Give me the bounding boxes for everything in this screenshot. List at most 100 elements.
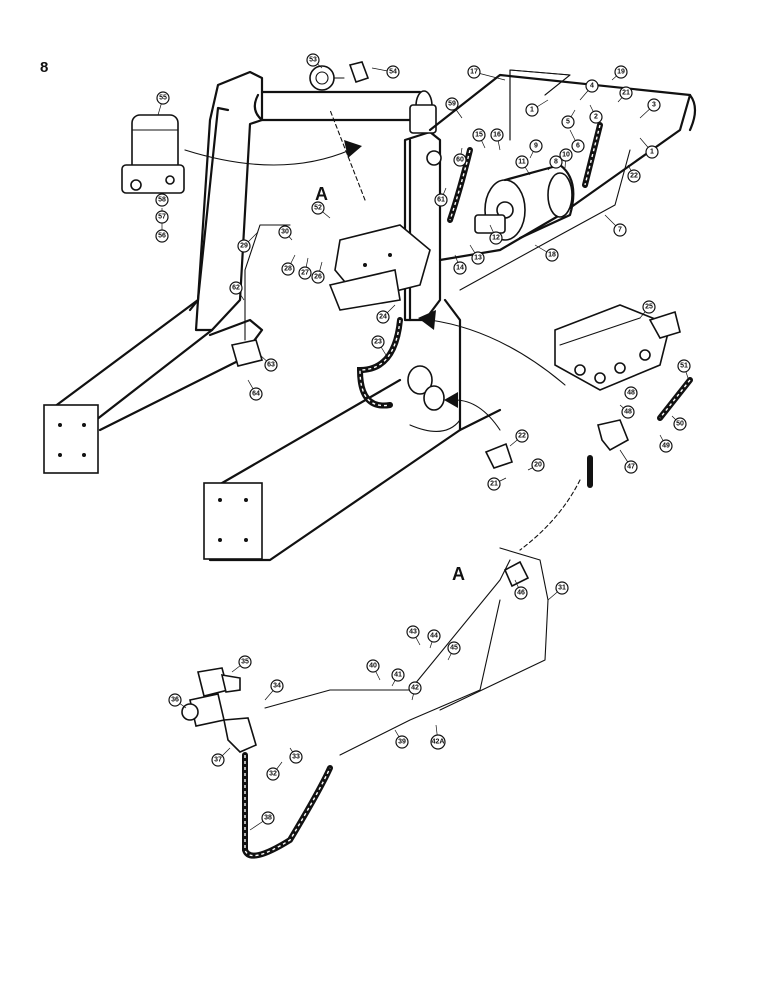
callout-ring bbox=[238, 655, 252, 669]
callout-ring bbox=[555, 581, 569, 595]
callout-ring bbox=[515, 429, 529, 443]
callout-ring bbox=[585, 79, 599, 93]
callout-ring bbox=[155, 229, 169, 243]
callout-ring bbox=[168, 693, 182, 707]
callout-10: 10 bbox=[559, 148, 573, 169]
callout-number: 28 bbox=[284, 266, 292, 273]
callout-40: 40 bbox=[366, 659, 381, 681]
tee-64 bbox=[230, 339, 264, 367]
callout-number: 22 bbox=[518, 433, 526, 440]
callout-number: 1 bbox=[530, 107, 534, 114]
callout-number: 48 bbox=[627, 390, 635, 397]
mast-valve-plate bbox=[328, 224, 431, 311]
callout-ring bbox=[624, 460, 638, 474]
callout-number: 56 bbox=[158, 233, 166, 240]
dashed-link bbox=[329, 109, 581, 551]
callout-21: 21 bbox=[487, 477, 507, 491]
callout-number: 45 bbox=[450, 645, 458, 652]
callout-60: 60 bbox=[453, 147, 467, 167]
callout-number: 29 bbox=[240, 243, 248, 250]
callout-ring bbox=[386, 65, 400, 79]
callout-41: 41 bbox=[391, 668, 405, 687]
callout-28: 28 bbox=[281, 254, 296, 276]
callout-number: 52 bbox=[314, 205, 322, 212]
callout-number: 62 bbox=[232, 285, 240, 292]
callout-number: 34 bbox=[273, 683, 281, 690]
callout-ring bbox=[467, 65, 481, 79]
callout-43: 43 bbox=[406, 625, 421, 646]
callout-12: 12 bbox=[489, 224, 503, 245]
callout-ring bbox=[237, 239, 251, 253]
callout-ring bbox=[447, 641, 461, 655]
hydraulic-pump bbox=[474, 163, 575, 241]
callout-11: 11 bbox=[515, 155, 531, 176]
tube-34-39 bbox=[264, 559, 511, 756]
control-valve bbox=[554, 304, 681, 391]
callout-number: 61 bbox=[437, 197, 445, 204]
elbow-fitting bbox=[348, 61, 370, 84]
callout-ring bbox=[627, 169, 641, 183]
callout-number: 43 bbox=[409, 629, 417, 636]
callout-ring bbox=[559, 148, 573, 162]
callout-31: 31 bbox=[547, 581, 569, 601]
arrow-filter-to-mast bbox=[184, 140, 362, 166]
callout-number: 60 bbox=[456, 157, 464, 164]
hose-upper-right bbox=[582, 122, 603, 188]
callout-ring bbox=[311, 201, 325, 215]
callout-1: 1 bbox=[639, 137, 659, 159]
callout-number: 44 bbox=[430, 633, 438, 640]
callout-ring bbox=[311, 270, 325, 284]
callout-14: 14 bbox=[453, 254, 467, 275]
callout-ring bbox=[677, 359, 691, 373]
tube-63 bbox=[244, 224, 291, 341]
callout-48: 48 bbox=[619, 404, 635, 419]
hydraulic-filter bbox=[121, 114, 185, 194]
callout-ring bbox=[453, 261, 467, 275]
callout-64: 64 bbox=[247, 379, 263, 401]
callout-number: 14 bbox=[456, 265, 464, 272]
callout-ring bbox=[156, 91, 170, 105]
callout-23: 23 bbox=[371, 335, 387, 356]
callout-number: 37 bbox=[214, 757, 222, 764]
callout-ring bbox=[529, 139, 543, 153]
callout-ring bbox=[278, 225, 292, 239]
callout-36: 36 bbox=[168, 693, 187, 709]
callout-4: 4 bbox=[579, 79, 599, 101]
callout-25: 25 bbox=[639, 300, 656, 319]
callout-number: 53 bbox=[309, 57, 317, 64]
callout-3: 3 bbox=[639, 98, 661, 119]
callout-number: 15 bbox=[475, 132, 483, 139]
callout-ring bbox=[406, 625, 420, 639]
callout-ring bbox=[490, 128, 504, 142]
callout-number: 24 bbox=[379, 314, 387, 321]
callout-ring bbox=[514, 586, 528, 600]
callout-ring bbox=[471, 251, 485, 265]
callout-42: 42 bbox=[408, 681, 422, 701]
callout-ring bbox=[549, 155, 563, 169]
callout-ring bbox=[306, 53, 320, 67]
callout-number: 46 bbox=[517, 590, 525, 597]
arrow-valve-to-mast bbox=[418, 310, 566, 386]
view-label-a-lower: A bbox=[452, 564, 465, 584]
callout-number: 47 bbox=[627, 464, 635, 471]
callout-20: 20 bbox=[527, 458, 545, 472]
callout-ring bbox=[659, 439, 673, 453]
callout-61: 61 bbox=[434, 187, 448, 207]
callout-ring bbox=[571, 139, 585, 153]
callout-ring bbox=[395, 735, 409, 749]
coupler-36 bbox=[181, 693, 225, 727]
callout-45: 45 bbox=[447, 641, 461, 661]
callout-56: 56 bbox=[155, 222, 169, 243]
callout-number: 59 bbox=[448, 101, 456, 108]
callout-22: 22 bbox=[627, 164, 641, 183]
page-number: 8 bbox=[40, 59, 48, 76]
callout-number: 36 bbox=[171, 697, 179, 704]
callout-29: 29 bbox=[237, 231, 259, 253]
callout-ring bbox=[589, 110, 603, 124]
callout-ring bbox=[531, 458, 545, 472]
callout-number: 7 bbox=[618, 227, 622, 234]
callout-26: 26 bbox=[311, 261, 325, 284]
callout-16: 16 bbox=[490, 128, 504, 151]
